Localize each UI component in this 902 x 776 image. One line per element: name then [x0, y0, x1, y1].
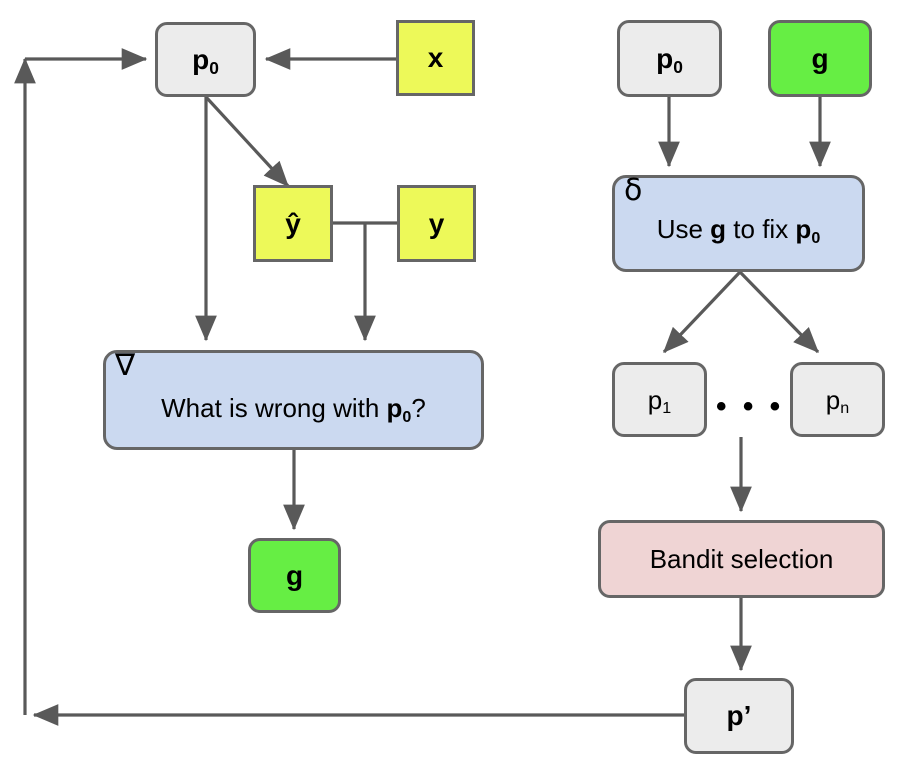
node-pred-yhat[interactable]: ŷ [253, 185, 333, 262]
node-prompt-p0-right[interactable]: p0 [617, 20, 722, 97]
node-label: p1 [647, 384, 672, 418]
node-candidate-pn[interactable]: pn [790, 362, 885, 437]
edge-apply-to-p1 [662, 270, 742, 354]
node-candidate-p1[interactable]: p1 [612, 362, 707, 437]
node-apply-module[interactable]: δ Use g to fix p0 [612, 175, 865, 272]
node-label: p0 [192, 43, 219, 78]
delta-icon: δ [624, 173, 643, 208]
node-gradient-g-left[interactable]: g [248, 538, 341, 613]
node-label: g [811, 42, 829, 74]
edge-p0-to-yhat [204, 95, 290, 188]
nabla-icon: ∇ [115, 348, 136, 383]
node-label: y [428, 207, 445, 239]
gradient-module-text: What is wrong with p0? [161, 393, 426, 426]
node-label: p0 [656, 42, 683, 77]
node-input-x[interactable]: x [396, 20, 475, 96]
node-label: Bandit selection [649, 544, 834, 574]
node-label: p’ [726, 700, 752, 731]
apply-module-text: Use g to fix p0 [656, 214, 821, 247]
node-target-y[interactable]: y [397, 185, 476, 262]
node-label: ŷ [285, 207, 301, 239]
node-label: x [427, 42, 444, 73]
edge-apply-to-pn [738, 270, 820, 354]
node-gradient-module[interactable]: ∇ What is wrong with p0? [103, 350, 484, 450]
node-label: pn [825, 384, 850, 418]
node-prompt-p0-left[interactable]: p0 [155, 22, 256, 97]
node-bandit-selection[interactable]: Bandit selection [598, 520, 885, 598]
node-label: g [285, 559, 304, 591]
ellipsis-between-candidates: • • • [716, 390, 785, 423]
node-gradient-g-right[interactable]: g [768, 20, 872, 97]
node-new-prompt[interactable]: p’ [684, 678, 794, 754]
